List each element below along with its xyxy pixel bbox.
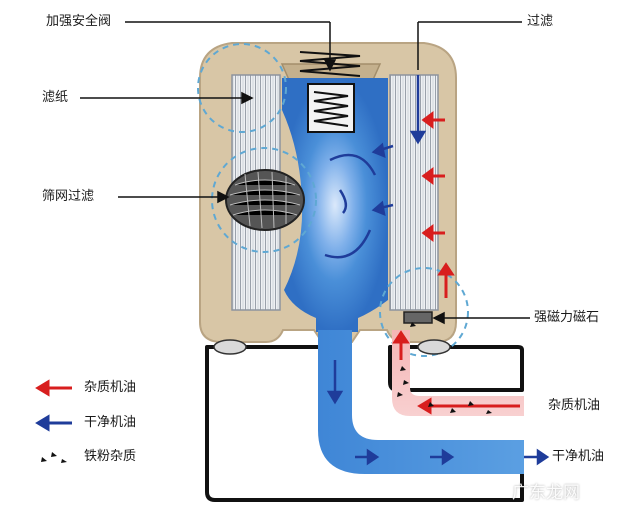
leader-lines [80,21,530,325]
legend-symbols [35,379,72,463]
right-filter-paper [389,74,439,311]
oil-chamber [282,78,388,332]
base-block [205,345,524,502]
swirl-arrow [324,229,372,259]
label-filtering: 过滤 [527,14,554,29]
relief-valve-spring [313,91,349,127]
gasket-left [213,339,247,355]
screen-mesh-lines [229,171,301,229]
legend-label-clean-oil: 干净机油 [84,415,137,430]
clean-oil-pipe [318,330,524,474]
legend-dirty-arrow [35,379,72,397]
gasket-right [417,339,451,355]
legend-label-iron-particles: 铁粉杂质 [84,449,137,464]
highlight-circle-screen [211,147,317,253]
swirl-arrow [338,189,348,214]
label-filter-paper: 滤纸 [42,90,69,105]
label-dirty-oil-right: 杂质机油 [548,398,601,413]
iron-particles [397,322,492,414]
legend-clean-arrow [35,414,72,432]
highlight-circle-magnet [379,267,469,357]
dirty-oil-arrows [392,111,520,415]
legend-particles [41,452,67,463]
label-screen-filter: 筛网过滤 [42,189,95,204]
highlight-circles [197,43,469,357]
magnet [403,311,433,324]
label-relief-valve: 加强安全阀 [46,14,112,29]
clean-oil-arrows [326,75,550,466]
highlight-circle-paper [197,43,287,133]
watermark: 广东龙网 [512,483,580,503]
label-magnet: 强磁力磁石 [534,310,600,325]
legend-label-dirty-oil: 杂质机油 [84,380,137,395]
swirl-arrow [329,153,377,176]
label-clean-oil-right: 干净机油 [552,449,605,464]
